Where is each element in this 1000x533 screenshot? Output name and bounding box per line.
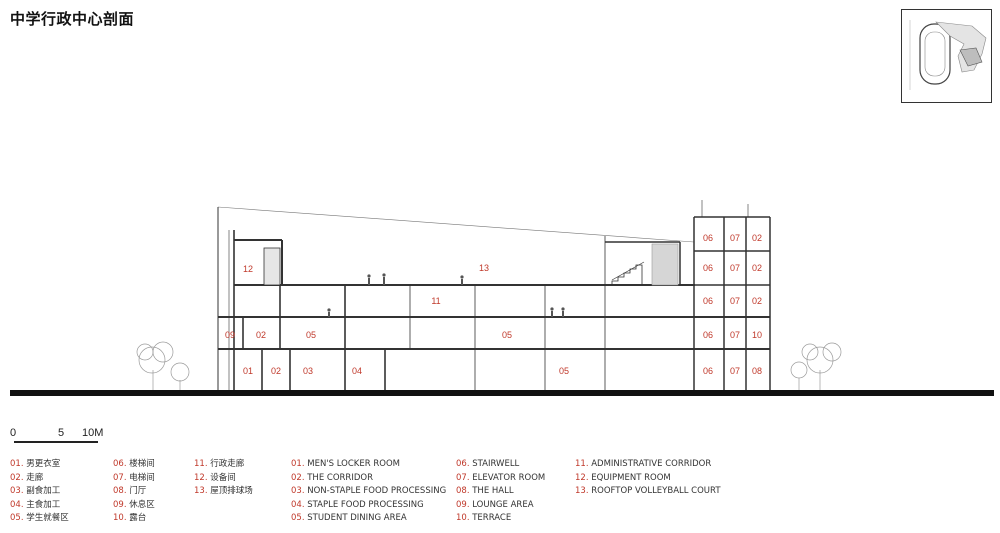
- legend-item: 13. ROOFTOP VOLLEYBALL COURT: [575, 486, 721, 496]
- section-drawing: 01 02 03 04 05 06 07 08 09 02 05 05 06 0…: [10, 200, 994, 396]
- legend-item: 09. LOUNGE AREA: [456, 499, 534, 510]
- room-label: 04: [352, 366, 362, 376]
- room-label: 01: [243, 366, 253, 376]
- legend-item: 10. 露台: [113, 513, 147, 523]
- site-keymap-drawing: [909, 20, 987, 90]
- room-label: 02: [752, 263, 762, 273]
- site-keymap: [901, 9, 992, 103]
- room-label: 03: [303, 366, 313, 376]
- legend-en-col-2: 06. STAIRWELL 07. ELEVATOR ROOM 08. THE …: [456, 458, 545, 526]
- room-label: 02: [271, 366, 281, 376]
- legend-item: 02. 走廊: [10, 472, 44, 483]
- legend-cn-col-2: 06. 楼梯间 07. 电梯间 08. 门厅 09. 休息区 10. 露台: [113, 458, 155, 526]
- building-structure: [217, 200, 771, 390]
- legend-item: 11. ADMINISTRATIVE CORRIDOR: [575, 459, 712, 469]
- people-figures: [327, 273, 565, 317]
- legend-item: 11. 行政走廊: [194, 459, 245, 469]
- running-track-inner: [924, 31, 946, 77]
- scale-bar-mid: 5: [58, 427, 65, 439]
- room-label: 07: [730, 330, 740, 340]
- room-label: 05: [559, 366, 569, 376]
- room-label: 09: [225, 330, 235, 340]
- page-title: 中学行政中心剖面: [10, 10, 135, 28]
- legend-item: 09. 休息区: [113, 499, 155, 510]
- room-label: 12: [243, 264, 253, 274]
- room-label: 07: [730, 296, 740, 306]
- legend-item: 05. 学生就餐区: [10, 513, 69, 523]
- legend-item: 01. MEN'S LOCKER ROOM: [291, 459, 400, 469]
- legend-item: 10. TERRACE: [456, 513, 512, 523]
- room-label: 08: [752, 366, 762, 376]
- room-label: 11: [431, 296, 440, 306]
- legend-item: 04. 主食加工: [10, 499, 61, 510]
- legend-item: 06. 楼梯间: [113, 459, 155, 469]
- scale-bar-end: 10M: [82, 427, 104, 439]
- room-labels: 01 02 03 04 05 06 07 08 09 02 05 05 06 0…: [225, 233, 762, 376]
- tree-left: [136, 341, 190, 390]
- legend-cn-col-3: 11. 行政走廊 12. 设备间 13. 屋顶排球场: [194, 458, 253, 499]
- room-label: 06: [703, 233, 713, 243]
- legend-item: 07. 电梯间: [113, 472, 155, 483]
- legend-item: 03. NON-STAPLE FOOD PROCESSING: [291, 486, 447, 496]
- room-label: 07: [730, 366, 740, 376]
- legend-cn-col-1: 01. 男更衣室 02. 走廊 03. 副食加工 04. 主食加工 05. 学生…: [10, 458, 69, 526]
- legend-item: 13. 屋顶排球场: [194, 486, 253, 496]
- room-label: 02: [752, 296, 762, 306]
- scale-bar-start: 0: [10, 427, 17, 439]
- room-label: 10: [752, 330, 762, 340]
- room-label: 06: [703, 263, 713, 273]
- legend-item: 04. STAPLE FOOD PROCESSING: [291, 499, 424, 510]
- room-label: 02: [752, 233, 762, 243]
- room-label: 05: [502, 330, 512, 340]
- scale-bar-line: [14, 441, 98, 443]
- room-label: 06: [703, 330, 713, 340]
- legend-item: 01. 男更衣室: [10, 459, 61, 469]
- ground-line: [10, 390, 994, 396]
- room-label: 02: [256, 330, 266, 340]
- room-label: 13: [479, 263, 489, 273]
- scale-bar: 0 5 10M: [10, 427, 110, 447]
- tree-right: [790, 342, 842, 390]
- legend-item: 07. ELEVATOR ROOM: [456, 472, 546, 483]
- legend-en-col-3: 11. ADMINISTRATIVE CORRIDOR 12. EQUIPMEN…: [575, 458, 721, 499]
- running-track: [919, 23, 951, 85]
- legend-item: 03. 副食加工: [10, 486, 61, 496]
- legend-item: 02. THE CORRIDOR: [291, 472, 373, 483]
- legend-item: 06. STAIRWELL: [456, 459, 520, 469]
- room-label: 07: [730, 263, 740, 273]
- room-label: 06: [703, 366, 713, 376]
- room-label: 07: [730, 233, 740, 243]
- legend-en-col-1: 01. MEN'S LOCKER ROOM 02. THE CORRIDOR 0…: [291, 458, 446, 526]
- highlighted-building: [959, 47, 983, 67]
- room-label: 06: [703, 296, 713, 306]
- legend-item: 12. 设备间: [194, 472, 236, 483]
- room-label: 05: [306, 330, 316, 340]
- legend-item: 08. 门厅: [113, 486, 147, 496]
- legend-item: 05. STUDENT DINING AREA: [291, 513, 407, 523]
- legend-item: 08. THE HALL: [456, 486, 514, 496]
- legend-item: 12. EQUIPMENT ROOM: [575, 472, 671, 483]
